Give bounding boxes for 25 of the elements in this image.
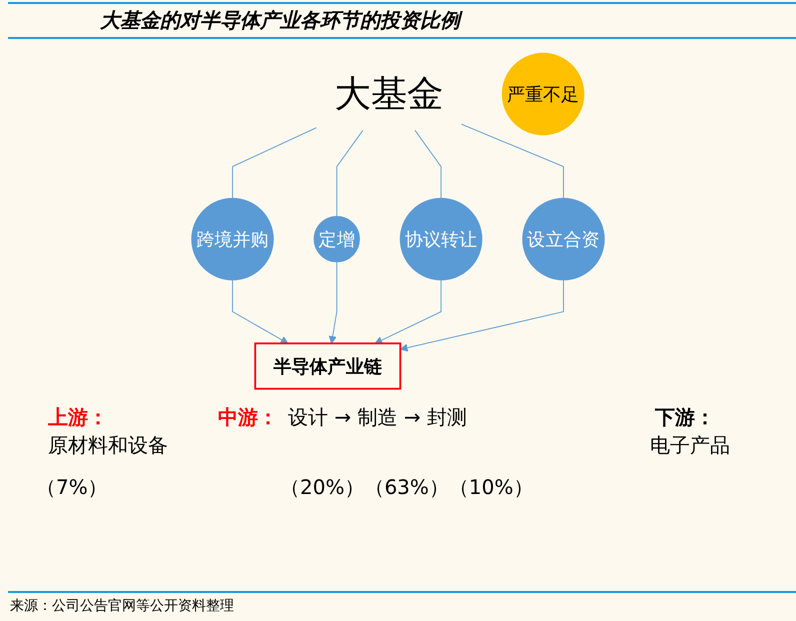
ellipse-node: 严重不足 bbox=[502, 52, 584, 136]
percentage-text: （20%）（63%）（10%） bbox=[280, 474, 534, 500]
arrow bbox=[232, 279, 288, 344]
ellipse-node: 设立合资 bbox=[522, 198, 605, 280]
stage-text: 设计 → 制造 → 封测 bbox=[288, 404, 467, 430]
percentage-text: （7%） bbox=[36, 474, 108, 500]
connector-line bbox=[336, 130, 364, 217]
arrow bbox=[400, 279, 564, 352]
stage-heading: 下游： bbox=[655, 404, 715, 430]
ellipse-node: 协议转让 bbox=[400, 198, 482, 280]
stage-heading: 上游： bbox=[48, 404, 108, 430]
stage-text: 原材料和设备 bbox=[48, 432, 168, 458]
ellipse-node: 跨境并购 bbox=[191, 198, 274, 280]
arrow bbox=[328, 261, 338, 344]
stage-heading: 中游： bbox=[218, 404, 278, 430]
ellipse-node: 定增 bbox=[314, 216, 360, 262]
connector-line bbox=[232, 127, 317, 199]
process-box: 半导体产业链 bbox=[254, 342, 402, 390]
connector-line bbox=[414, 130, 442, 199]
title: 大基金的对半导体产业各环节的投资比例 bbox=[8, 2, 796, 39]
stage-text: 电子产品 bbox=[650, 432, 730, 458]
root-label: 大基金 bbox=[334, 73, 444, 115]
connector-line bbox=[461, 124, 564, 199]
source-caption: 来源：公司公告官网等公开资料整理 bbox=[8, 591, 796, 615]
arrow bbox=[374, 279, 442, 344]
